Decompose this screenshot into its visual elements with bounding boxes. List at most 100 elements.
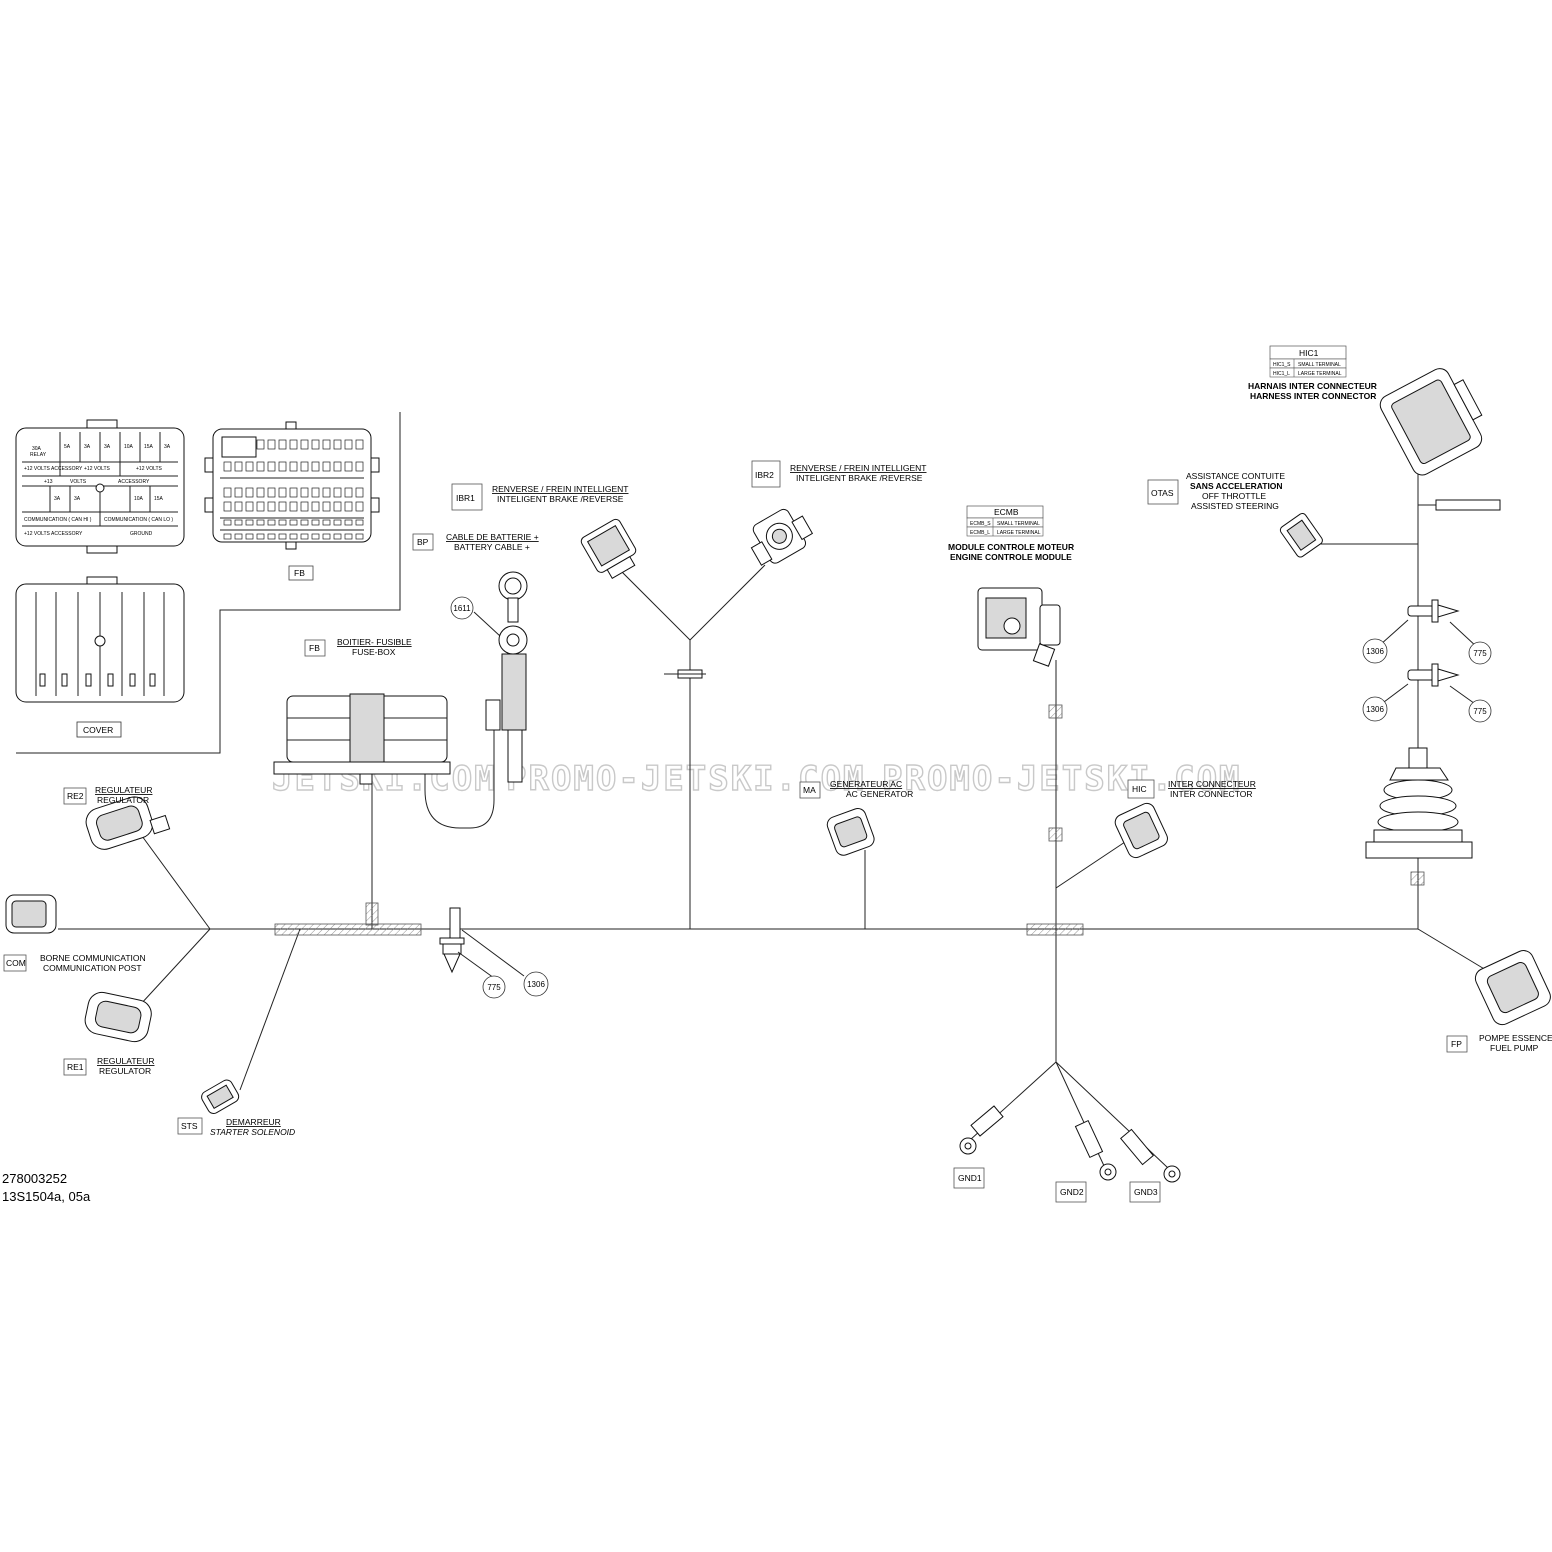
svg-text:1306: 1306 [1366,705,1384,714]
ma-code: MA [803,785,816,795]
svg-text:775: 775 [1473,707,1487,716]
ecmb-connector[interactable] [977,587,1061,667]
fusebox-pin-cell [278,461,287,472]
fusebox-detail-frame [16,412,401,754]
callout-1306-center: 1306 [523,971,549,997]
fusebox-pin-cell [333,487,342,498]
fusebox-pin-cell [278,487,287,498]
re2-code: RE2 [67,791,84,801]
sts-connector[interactable] [199,1078,240,1116]
sensor-1306-bottom[interactable] [1407,663,1460,687]
ibr1-connector[interactable] [579,518,642,583]
fusebox-pin-cell [267,501,276,512]
watermark: JETSKI.COM PROMO-JETSKI.COM PROMO-JETSKI… [271,758,1240,799]
svg-text:1306: 1306 [1366,647,1384,656]
svg-text:1611: 1611 [453,604,471,613]
re2-en: REGULATOR [97,795,149,805]
document-part-number: 278003252 [2,1171,67,1186]
document-revision: 13S1504a, 05a [2,1189,91,1204]
fusebox-pin-cell [300,439,309,450]
fusebox-pin-cell [322,533,331,540]
fusebox-pin-cell [344,461,353,472]
fusebox-pin-cell [223,501,232,512]
ibr2-code: IBR2 [755,470,774,480]
fusebox-pin-cell [322,501,331,512]
fusebox-pin-cell [267,439,276,450]
fp-en: FUEL PUMP [1490,1043,1539,1053]
gnd3-code: GND3 [1134,1187,1158,1197]
hic1-desc-l: LARGE TERMINAL [1298,371,1342,377]
com-code: COM [6,958,26,968]
fp-fr: POMPE ESSENCE [1479,1033,1552,1043]
fusebox-pin-cell [311,519,320,526]
fb-detail-tag: FB [294,568,305,578]
hic1-connector[interactable] [1377,360,1494,478]
comm-hi-label: COMMUNICATION ( CAN HI ) [24,517,92,523]
fuse-3a-3: 3A [164,444,171,450]
hic-fr: INTER CONNECTEUR [1168,779,1256,789]
otas-fr1: ASSISTANCE CONTUITE [1186,471,1285,481]
fuse-box-component[interactable] [273,693,451,785]
gnd2-terminal[interactable] [1074,1119,1117,1181]
relay-30a-label: 30A [32,446,42,452]
fusebox-pin-cell [256,519,265,526]
fusebox-pin-cell [289,439,298,450]
fb-code: FB [309,643,320,653]
inline-splice [664,669,706,679]
otas-connector[interactable] [1279,512,1324,559]
callout-1306-top: 1306 [1362,638,1388,664]
ibr2-fr: RENVERSE / FREIN INTELLIGENT [790,463,927,473]
fusebox-pin-cell [256,461,265,472]
re1-en: REGULATOR [99,1066,151,1076]
hic1-pin-l: HIC1_L [1273,371,1290,377]
fusebox-pin-cell [278,519,287,526]
gnd1-code: GND1 [958,1173,982,1183]
fusebox-pin-cell [245,501,254,512]
ma-en: AC GENERATOR [846,789,913,799]
ibr2-connector[interactable] [742,502,816,570]
accessory-label: ACCESSORY [118,479,150,485]
fuse-3a-5: 3A [74,496,81,502]
fusebox-cover: COVER [15,576,185,738]
sensor-center[interactable] [439,907,465,974]
sensor-1306-top[interactable] [1407,599,1460,623]
fusebox-pin-cell [355,487,364,498]
fp-connector[interactable] [1472,947,1552,1028]
fusebox-pin-cell [311,487,320,498]
fusebox-pin-cell [223,461,232,472]
bp-fr: CABLE DE BATTERIE + [446,532,539,542]
fusebox-pin-cell [234,519,243,526]
fusebox-pin-cell [355,461,364,472]
fusebox-pin-cell [256,501,265,512]
ecmb-pin-l: ECMB_L [970,530,990,536]
fusebox-pin-cell [256,487,265,498]
re1-connector[interactable] [83,990,154,1044]
hic-en: INTER CONNECTOR [1170,789,1253,799]
hic1-pin-s: HIC1_S [1273,362,1291,368]
com-connector[interactable] [5,894,57,934]
steering-boot [1365,747,1473,859]
acc12-label: +12 VOLTS ACCESSORY [24,531,83,537]
gnd1-terminal[interactable] [959,1105,1004,1155]
svg-text:1306: 1306 [527,980,545,989]
battery-cable-component[interactable] [485,571,528,783]
fusebox-fuse-layout: 30A RELAY 5A 3A 3A 10A 15A 3A +12 VOLTS … [15,419,185,554]
fuse-3a-2: 3A [104,444,111,450]
ibr1-fr: RENVERSE / FREIN INTELLIGENT [492,484,629,494]
fusebox-pin-cell [267,519,276,526]
fusebox-pin-cell [355,519,364,526]
callout-775-top: 775 [1468,641,1492,665]
svg-text:775: 775 [1473,649,1487,658]
callout-775-center: 775 [482,975,506,999]
ibr2-en: INTELIGENT BRAKE /REVERSE [796,473,923,483]
fusebox-pin-cell [300,533,309,540]
ma-connector[interactable] [825,806,876,857]
re2-connector[interactable] [82,789,171,853]
gnd3-terminal[interactable] [1120,1128,1181,1183]
hic-connector[interactable] [1113,801,1171,860]
fusebox-pin-cell [234,501,243,512]
fusebox-pin-cell [300,501,309,512]
hic1-desc-s: SMALL TERMINAL [1298,362,1341,368]
otas-code: OTAS [1151,488,1174,498]
fuse-10a-1: 10A [124,444,134,450]
